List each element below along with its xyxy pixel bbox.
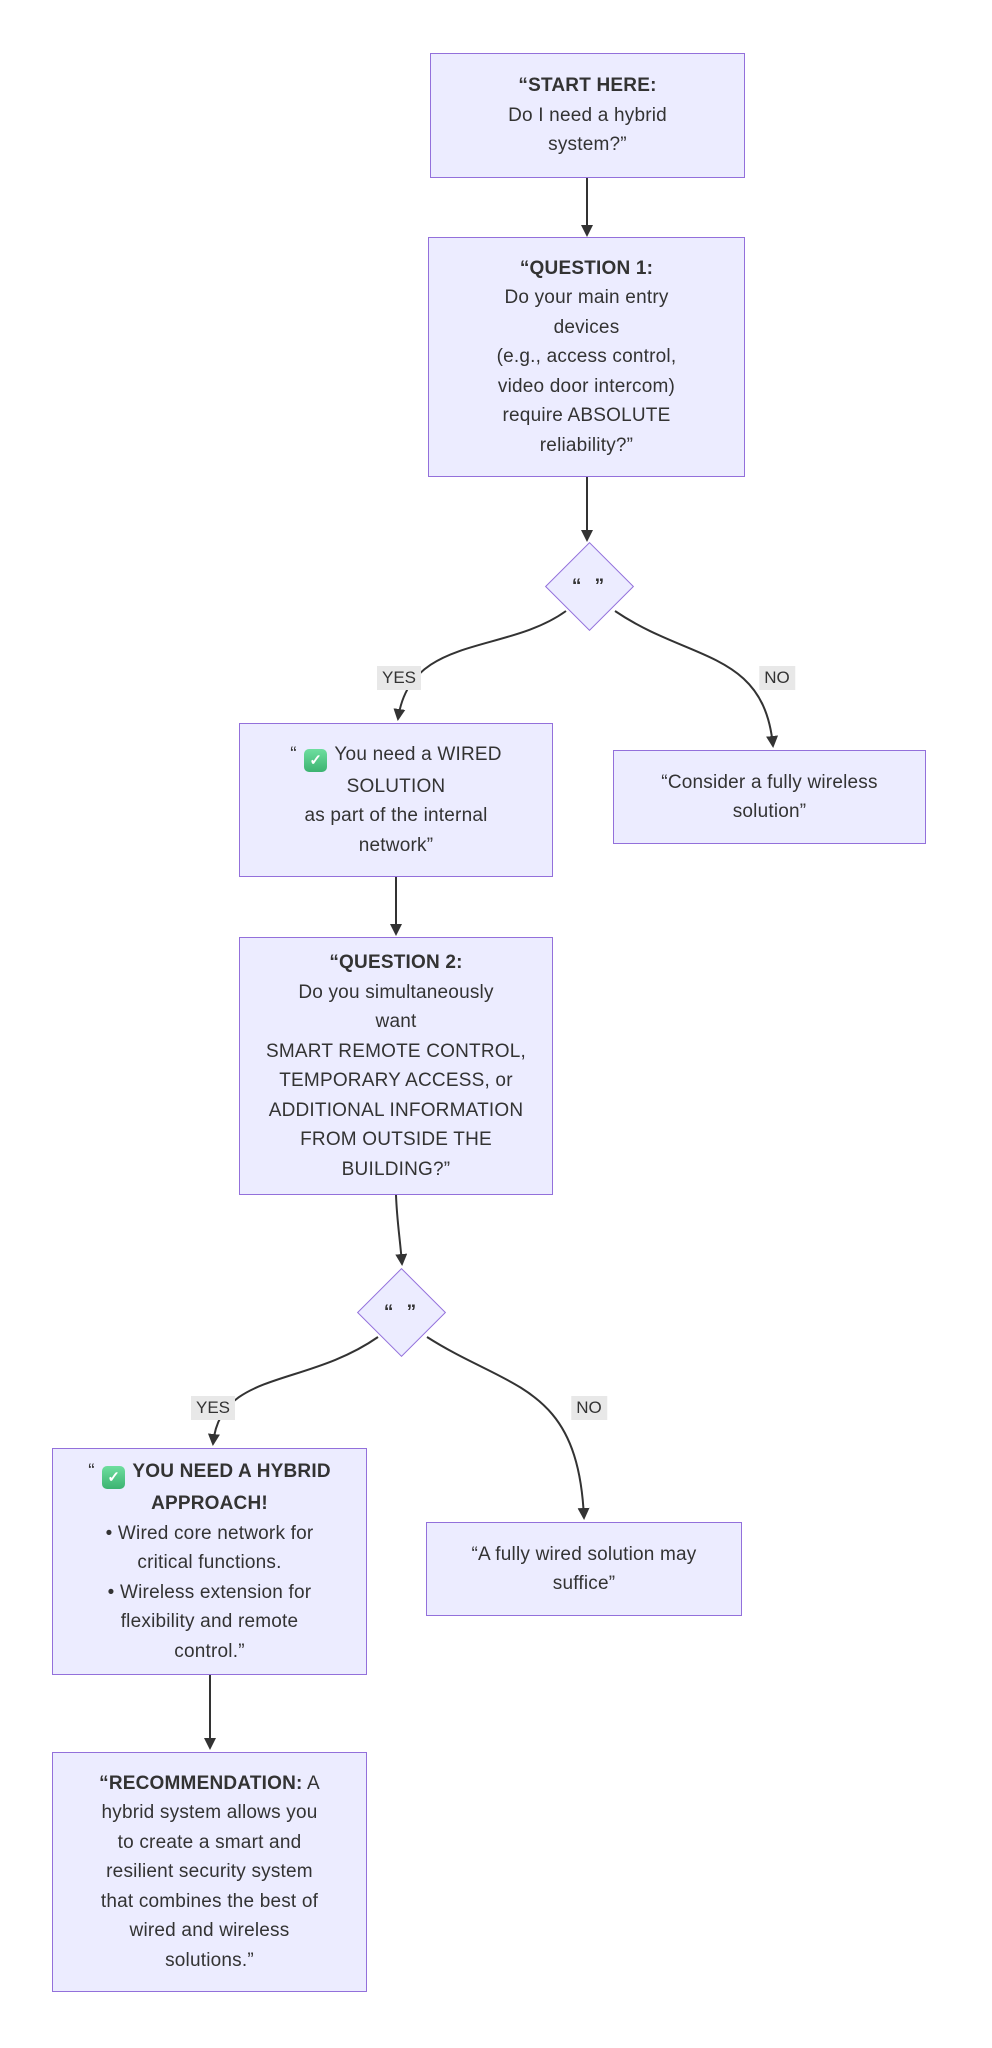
edge-label-no-2: NO [571,1396,607,1420]
decision-1: “ ” [544,541,635,632]
edge-label-no-1: NO [759,666,795,690]
edge-decision1-no [614,610,779,748]
edge-label-yes-2: YES [190,1396,236,1420]
edge-decision1-yes [393,610,567,721]
edge-decision2-no [426,1336,590,1520]
decision-2-label: “ ” [383,1302,421,1323]
edge-label-yes-1: YES [376,666,422,690]
edge-decision2-yes [207,1336,379,1446]
decision-1-label: “ ” [571,576,609,597]
check-icon: ✓ [102,1466,126,1490]
edge-q2-to-decision2 [395,1194,408,1266]
check-icon: ✓ [304,748,328,772]
decision-2: “ ” [356,1267,447,1358]
